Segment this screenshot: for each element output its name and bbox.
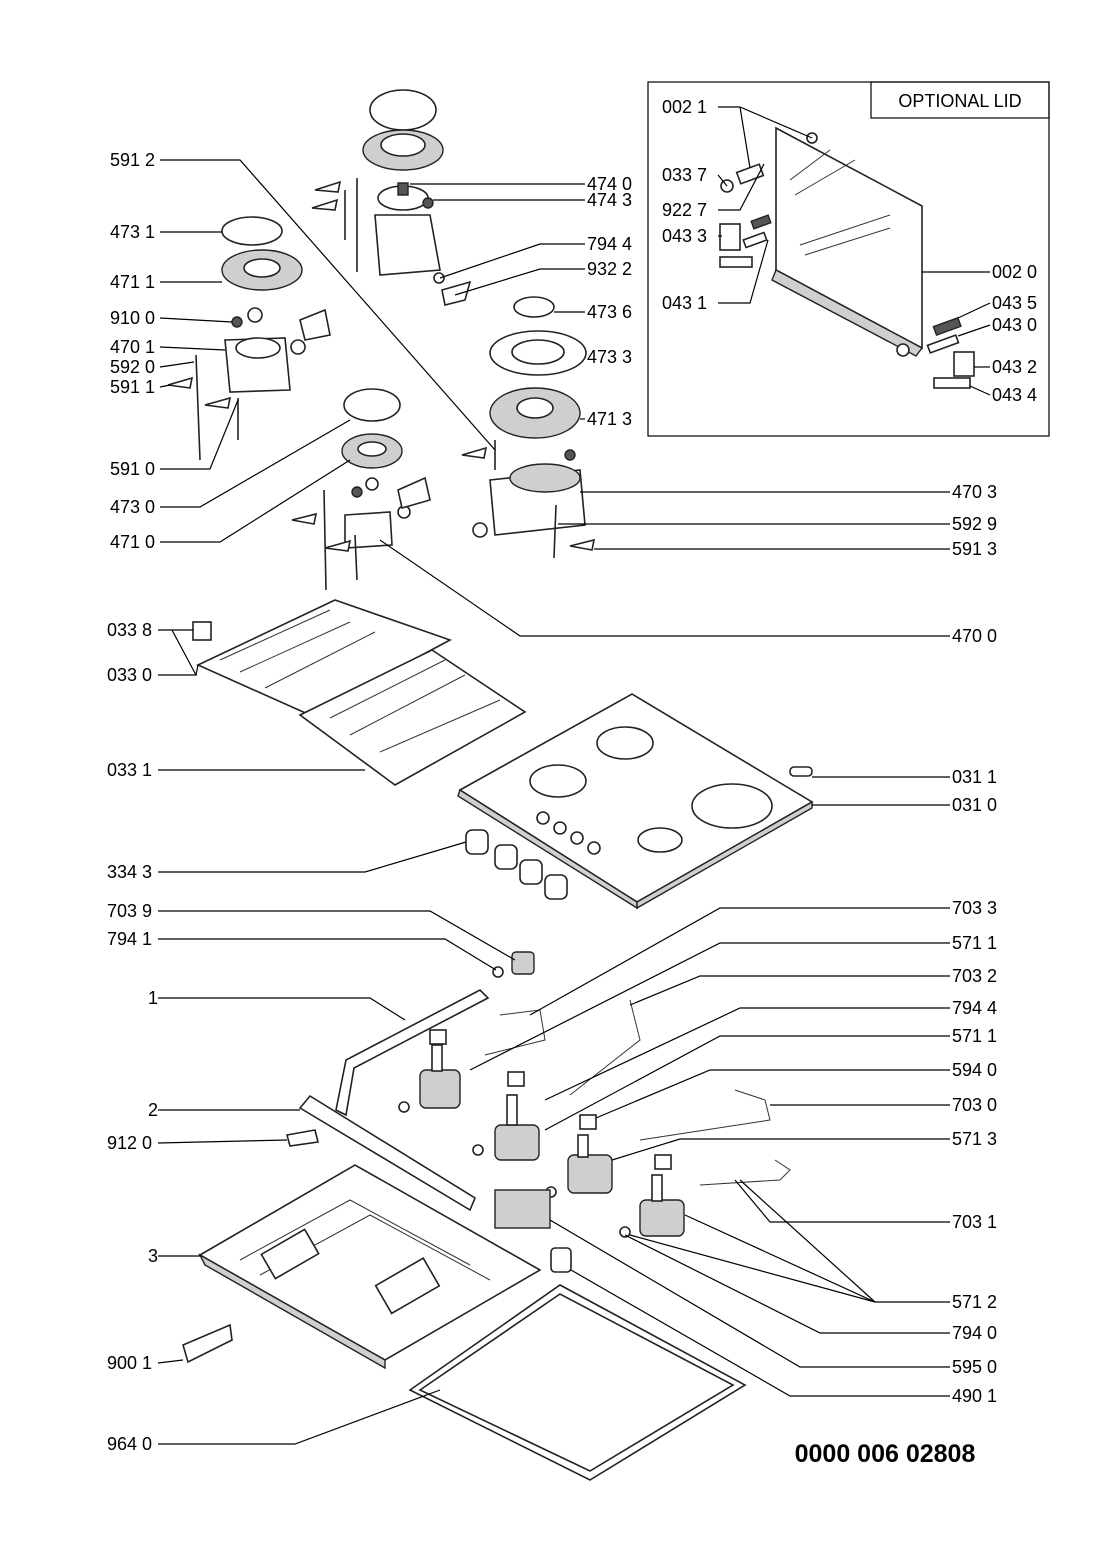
callout-0021: 002 1 bbox=[662, 97, 707, 117]
callout-7941: 794 1 bbox=[107, 929, 152, 949]
callout-0337: 033 7 bbox=[662, 165, 707, 185]
callout-4733: 473 3 bbox=[587, 347, 632, 367]
callout-5711b: 571 1 bbox=[952, 1026, 997, 1046]
callout-5911: 591 1 bbox=[110, 377, 155, 397]
right-callouts: 474 0 474 3 794 4 932 2 473 6 473 3 471 … bbox=[379, 174, 997, 1406]
gas-tap-1 bbox=[419, 1029, 461, 1109]
callout-1: 1 bbox=[148, 988, 158, 1008]
callout-5913: 591 3 bbox=[952, 539, 997, 559]
callout-5910: 591 0 bbox=[110, 459, 155, 479]
callout-5920: 592 0 bbox=[110, 357, 155, 377]
callout-4710: 471 0 bbox=[110, 532, 155, 552]
callout-0331: 033 1 bbox=[107, 760, 152, 780]
optional-lid-title: OPTIONAL LID bbox=[898, 91, 1021, 111]
callout-3: 3 bbox=[148, 1246, 158, 1266]
burner-rear-left bbox=[167, 216, 331, 461]
optional-lid-panel: OPTIONAL LID bbox=[647, 81, 1050, 437]
burner-rear-center bbox=[311, 89, 472, 306]
callout-5713: 571 3 bbox=[952, 1129, 997, 1149]
burner-front-left bbox=[291, 388, 431, 591]
callout-4711: 471 1 bbox=[110, 272, 155, 292]
glass-lid bbox=[771, 126, 924, 357]
callout-7031: 703 1 bbox=[952, 1212, 997, 1232]
lid-callouts: 002 1 033 7 922 7 043 3 043 1 002 0 043 … bbox=[662, 97, 1037, 405]
gas-tap-2 bbox=[494, 1071, 540, 1161]
document-number: 0000 006 02808 bbox=[795, 1440, 976, 1468]
callout-5940: 594 0 bbox=[952, 1060, 997, 1080]
gas-tap-3 bbox=[567, 1114, 613, 1194]
hinge-left bbox=[719, 163, 772, 268]
callout-4743: 474 3 bbox=[587, 190, 632, 210]
hob-gasket bbox=[408, 1284, 747, 1481]
callout-0435: 043 5 bbox=[992, 293, 1037, 313]
hinge-right bbox=[926, 316, 975, 389]
callout-4731: 473 1 bbox=[110, 222, 155, 242]
callout-5912: 591 2 bbox=[110, 150, 155, 170]
callout-0433: 043 3 bbox=[662, 226, 707, 246]
callout-5929: 592 9 bbox=[952, 514, 997, 534]
callout-4701: 470 1 bbox=[110, 337, 155, 357]
callout-9227: 922 7 bbox=[662, 200, 707, 220]
callout-4736: 473 6 bbox=[587, 302, 632, 322]
gas-manifold-and-taps bbox=[285, 951, 791, 1273]
callout-0330: 033 0 bbox=[107, 665, 152, 685]
callout-5712: 571 2 bbox=[952, 1292, 997, 1312]
callout-4700: 470 0 bbox=[952, 626, 997, 646]
callout-0432: 043 2 bbox=[992, 357, 1037, 377]
callout-4713: 471 3 bbox=[587, 409, 632, 429]
callout-3343: 334 3 bbox=[107, 862, 152, 882]
callout-9100: 910 0 bbox=[110, 308, 155, 328]
callout-9640: 964 0 bbox=[107, 1434, 152, 1454]
callout-0020: 002 0 bbox=[992, 262, 1037, 282]
callout-7039: 703 9 bbox=[107, 901, 152, 921]
callout-5950: 595 0 bbox=[952, 1357, 997, 1377]
control-knobs bbox=[465, 829, 568, 900]
hob-top-plate bbox=[457, 693, 814, 910]
callout-7032: 703 2 bbox=[952, 966, 997, 986]
callout-0431: 043 1 bbox=[662, 293, 707, 313]
bottom-tray bbox=[182, 1164, 542, 1370]
callout-7944b: 794 4 bbox=[952, 998, 997, 1018]
callout-0310: 031 0 bbox=[952, 795, 997, 815]
burner-front-right bbox=[461, 296, 596, 559]
callout-0338: 033 8 bbox=[107, 620, 152, 640]
callout-2: 2 bbox=[148, 1100, 158, 1120]
callout-0311: 031 1 bbox=[952, 767, 997, 787]
callout-0434: 043 4 bbox=[992, 385, 1037, 405]
callout-7940: 794 0 bbox=[952, 1323, 997, 1343]
callout-7033: 703 3 bbox=[952, 898, 997, 918]
left-callouts: 591 2 473 1 471 1 910 0 470 1 592 0 591 … bbox=[107, 150, 516, 1454]
gas-tap-4 bbox=[639, 1154, 685, 1237]
callout-7944a: 794 4 bbox=[587, 234, 632, 254]
callout-9120: 912 0 bbox=[107, 1133, 152, 1153]
callout-4740: 474 0 bbox=[587, 174, 632, 194]
callout-4901: 490 1 bbox=[952, 1386, 997, 1406]
pan-supports bbox=[192, 599, 527, 786]
callout-7030: 703 0 bbox=[952, 1095, 997, 1115]
callout-4730: 473 0 bbox=[110, 497, 155, 517]
callout-4703: 470 3 bbox=[952, 482, 997, 502]
callout-9001: 900 1 bbox=[107, 1353, 152, 1373]
callout-9322: 932 2 bbox=[587, 259, 632, 279]
callout-0430: 043 0 bbox=[992, 315, 1037, 335]
callout-5711a: 571 1 bbox=[952, 933, 997, 953]
